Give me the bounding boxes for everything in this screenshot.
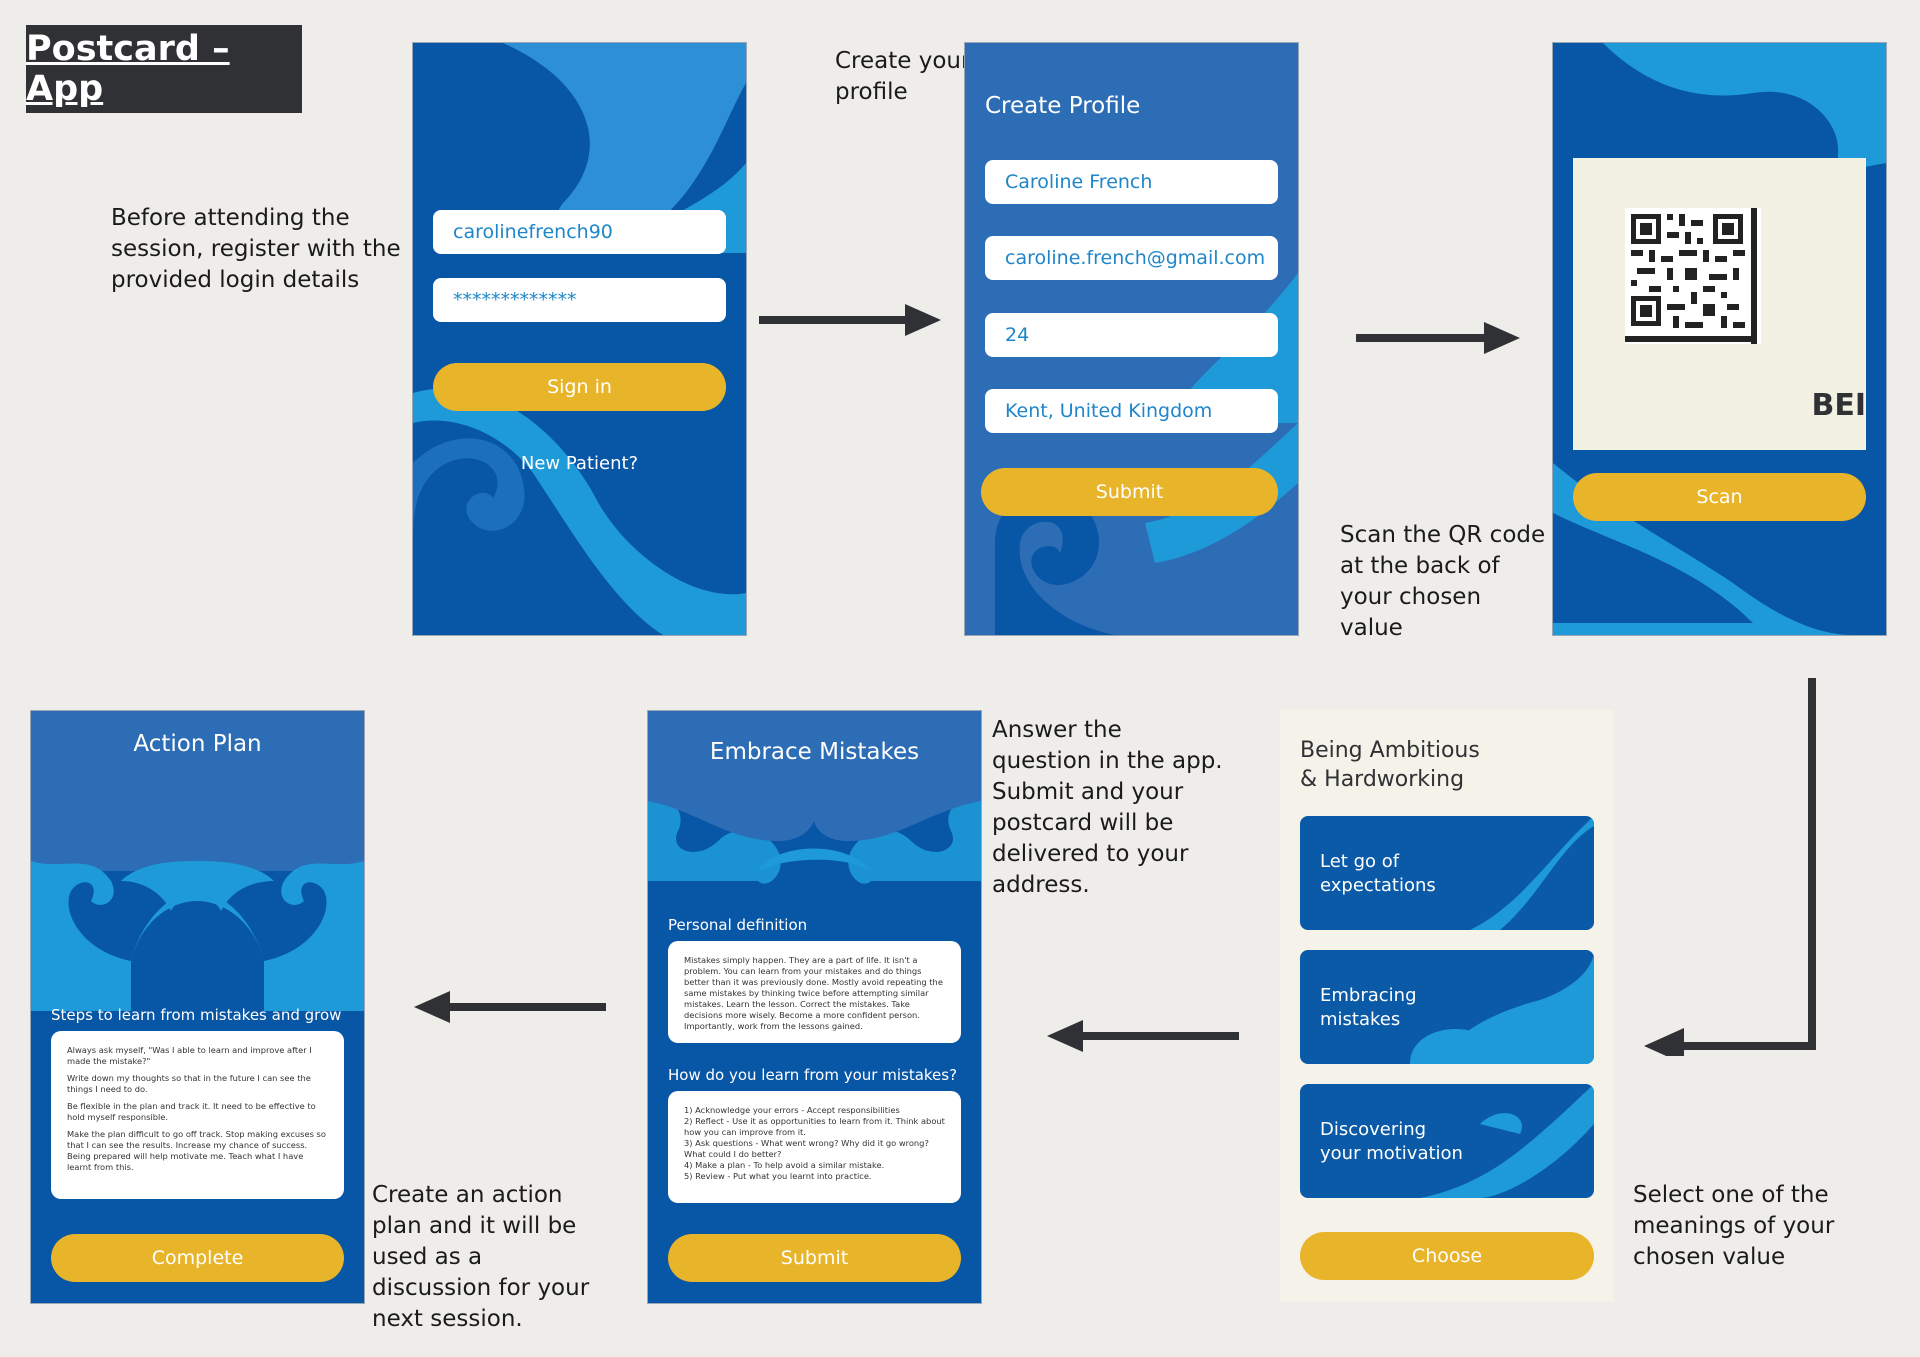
complete-button[interactable]: Complete [51,1234,344,1282]
password-input[interactable]: ************* [433,278,726,322]
steps-label: Steps to learn from mistakes and grow [51,1006,342,1024]
step-line: Write down my thoughts so that in the fu… [67,1073,311,1094]
caption-answer: Answer the question in the app. Submit a… [992,717,1223,898]
scan-screen: BEI Scan [1552,42,1887,636]
value-title-line2: & Hardworking [1300,767,1465,792]
definition-text: Mistakes simply happen. They are a part … [684,955,943,1031]
new-patient-link[interactable]: New Patient? [520,453,639,474]
username-input[interactable]: carolinefrench90 [433,210,726,254]
ornament-decoration [31,711,364,1011]
value-card: BEI [1573,158,1866,450]
swirl-decoration [1410,950,1594,1064]
caption-action: Create an action plan and it will be use… [372,1182,590,1332]
caption-scan: Scan the QR code at the back of your cho… [1340,522,1546,641]
arrow-right-icon [759,304,941,336]
location-field[interactable]: Kent, United Kingdom [985,389,1278,433]
value-title-line1: Being Ambitious [1300,738,1480,763]
ornament-decoration [648,781,981,884]
steps-input[interactable]: Always ask myself, "Was I able to learn … [51,1031,344,1199]
value-card-text: BEI [1811,388,1866,423]
email-field[interactable]: caroline.french@gmail.com [985,236,1278,280]
arrow-right-icon [1356,322,1520,354]
answer-line: 4) Make a plan - To help avoid a similar… [684,1160,885,1170]
page-title: Postcard – App [26,25,302,113]
action-title: Action Plan [133,731,262,757]
definition-card: Mistakes simply happen. They are a part … [668,941,961,1043]
answer-line: 5) Review - Put what you learnt into pra… [684,1171,872,1181]
swirl-decoration [413,43,746,635]
definition-label: Personal definition [668,916,808,934]
mistakes-screen: Embrace Mistakes Personal definition Mis… [647,710,982,1304]
action-screen: Action Plan Steps to learn from mistakes… [30,710,365,1304]
answer-line: 2) Reflect - Use it as opportunities to … [684,1116,945,1137]
login-screen: carolinefrench90 ************* Sign in N… [412,42,747,636]
swirl-decoration [1553,43,1886,635]
profile-title: Create Profile [985,93,1141,119]
profile-screen: Create Profile Caroline French caroline.… [964,42,1299,636]
mistakes-title: Embrace Mistakes [709,739,920,765]
caption-profile: Create your profile [835,48,971,105]
arrow-left-icon [1047,1020,1239,1052]
age-field[interactable]: 24 [985,313,1278,357]
arrow-left-icon [414,991,606,1023]
step-line: Always ask myself, "Was I able to learn … [67,1045,312,1066]
swirl-decoration [1420,1084,1594,1198]
answer-line: 1) Acknowledge your errors - Accept resp… [684,1105,900,1115]
answer-line: 3) Ask questions - What went wrong? Why … [684,1138,929,1159]
scan-button[interactable]: Scan [1573,473,1866,521]
question-label: How do you learn from your mistakes? [668,1066,958,1084]
answer-input[interactable]: 1) Acknowledge your errors - Accept resp… [668,1091,961,1203]
step-line: Make the plan difficult to go off track.… [67,1129,326,1172]
sign-in-button[interactable]: Sign in [433,363,726,411]
mistakes-submit-button[interactable]: Submit [668,1234,961,1282]
name-field[interactable]: Caroline French [985,160,1278,204]
profile-submit-button[interactable]: Submit [981,468,1278,516]
arrow-elbow-icon [1644,678,1816,1056]
choose-button[interactable]: Choose [1300,1232,1594,1280]
value-title: Being Ambitious & Hardworking [1300,736,1480,794]
qr-code-icon[interactable] [1625,208,1761,344]
caption-choose: Select one of the meanings of your chose… [1633,1182,1835,1270]
swirl-decoration [1470,816,1594,930]
caption-login: Before attending the session, register w… [111,205,401,293]
step-line: Be flexible in the plan and track it. It… [67,1101,316,1122]
